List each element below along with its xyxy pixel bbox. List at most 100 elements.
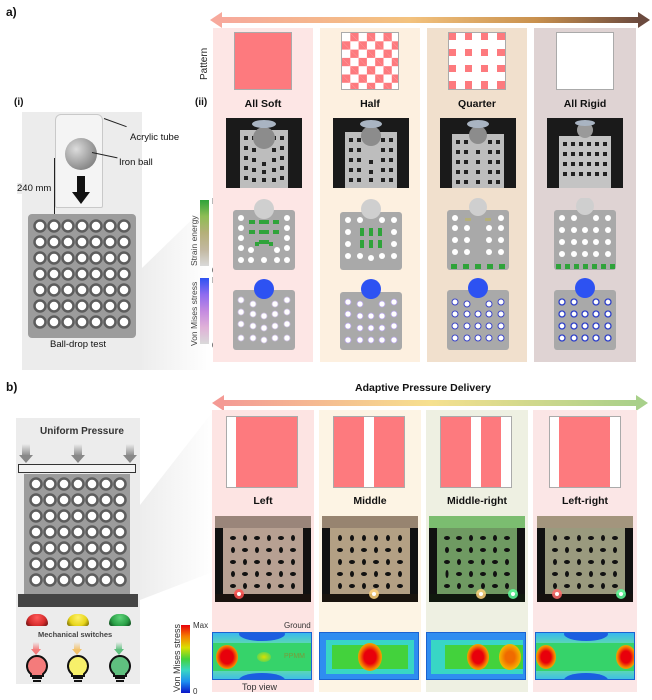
mises-legend-max-b: Max — [193, 621, 209, 630]
led-demo-photo — [537, 516, 633, 602]
strain-energy-sim — [445, 198, 511, 272]
uniform-pressure-setup: Uniform Pressure Mechanical switches — [16, 418, 140, 684]
red-signal-arrowhead-icon — [31, 649, 41, 655]
mises-legend-min-b: 0 — [193, 687, 198, 696]
red-switch-icon — [26, 614, 48, 626]
stress-heatmap — [426, 632, 526, 680]
mises-colorbar-a — [200, 278, 209, 344]
column-title: Quarter — [458, 98, 496, 110]
uniform-pressure-label: Uniform Pressure — [40, 426, 124, 437]
green-switch-icon — [109, 614, 131, 626]
ppmm-label: PPMM — [284, 653, 305, 660]
base-plate — [18, 594, 138, 607]
iron-ball-label: Iron ball — [119, 157, 153, 168]
green-signal-arrowhead-icon — [114, 649, 124, 655]
led-demo-photo — [215, 516, 311, 602]
yellow-signal-arrow-icon — [74, 642, 80, 650]
ball-drop-photo — [440, 118, 516, 188]
stress-heatmap — [319, 632, 419, 680]
mises-colorbar-b — [181, 625, 190, 693]
led-demo-photo — [322, 516, 418, 602]
heatmap-low-top — [564, 633, 608, 641]
green-bulb-icon — [108, 654, 132, 684]
top-view-label: Top view — [242, 682, 278, 692]
photo-left-edge — [215, 528, 223, 602]
subpanel-ii-label: (ii) — [195, 97, 208, 108]
photo-left-edge — [537, 528, 545, 602]
height-dimension-line — [54, 158, 55, 216]
von-mises-sim — [445, 278, 511, 352]
column-all-rigid: All Rigid — [534, 28, 636, 362]
soft-region — [559, 417, 610, 487]
panel-b-label: b) — [6, 380, 18, 394]
led-demo-photo — [429, 516, 525, 602]
subpanel-i-label: (i) — [14, 97, 24, 108]
photo-right-edge — [625, 528, 633, 602]
ball-drop-setup — [22, 112, 142, 370]
heatmap-low-bottom — [239, 673, 285, 679]
pattern-row-label: Pattern — [199, 47, 210, 80]
lattice-structure-b — [24, 474, 130, 594]
pressure-arrowhead-icon — [71, 455, 85, 463]
pattern-quarter — [448, 32, 506, 90]
column-quarter: Quarter — [427, 28, 527, 362]
mechanical-switches-label: Mechanical switches — [38, 630, 113, 639]
heatmap-hotspot-right — [616, 645, 634, 669]
pressure-arrow-icon — [126, 444, 134, 456]
photo-right-edge — [517, 528, 525, 602]
acrylic-tube-label: Acrylic tube — [130, 132, 180, 143]
red-signal-arrow-icon — [33, 642, 39, 650]
column-title: Middle — [353, 495, 387, 507]
photo-left-edge — [429, 528, 437, 602]
strain-energy-sim — [552, 197, 618, 272]
ball-drop-photo — [547, 118, 623, 188]
strain-energy-sim — [338, 198, 404, 272]
mises-legend-title-a: Von Mises stress — [189, 281, 199, 346]
pattern-all-soft — [234, 32, 292, 90]
photo-right-edge — [410, 528, 418, 602]
pressure-arrow-icon — [22, 444, 30, 456]
heatmap-hotspot — [358, 643, 382, 671]
ground-label: Ground — [284, 621, 311, 630]
column-title: Half — [360, 98, 380, 110]
pattern-left-right — [549, 416, 621, 488]
von-mises-sim — [338, 278, 404, 352]
photo-left-edge — [322, 528, 330, 602]
drop-arrowhead-icon — [72, 192, 90, 204]
strain-energy-sim — [231, 198, 297, 272]
soft-region — [236, 417, 297, 487]
zoom-wedge-b — [140, 410, 214, 600]
iron-ball-shape — [65, 138, 97, 170]
photo-top-strip — [322, 516, 418, 528]
heatmap-hotspot — [216, 645, 238, 669]
drop-height-label: 240 mm — [17, 183, 52, 194]
panel-a-label: a) — [6, 5, 17, 19]
pressure-plate — [18, 464, 136, 473]
adaptive-pressure-title: Adaptive Pressure Delivery — [355, 382, 491, 394]
photo-right-edge — [303, 528, 311, 602]
photo-top-strip — [429, 516, 525, 528]
stress-heatmap — [212, 632, 312, 680]
pattern-middle — [333, 416, 405, 488]
pressure-arrowhead-icon — [19, 455, 33, 463]
heatmap-hotspot — [467, 644, 489, 670]
column-title: Left — [253, 495, 273, 507]
heatmap-hotspot-left — [536, 645, 556, 669]
panel-a-gradient-arrow — [210, 12, 650, 28]
red-bulb-icon — [25, 654, 49, 684]
column-all-soft: All Soft — [213, 28, 313, 362]
pattern-middle-right — [440, 416, 512, 488]
ball-drop-photo — [226, 118, 302, 188]
yellow-signal-arrowhead-icon — [72, 649, 82, 655]
pressure-arrow-icon — [74, 444, 82, 456]
soft-region — [481, 417, 501, 487]
yellow-bulb-icon — [66, 654, 90, 684]
drop-arrow-icon — [77, 176, 85, 194]
soft-region — [334, 417, 364, 487]
heatmap-low-top — [239, 633, 285, 641]
heatmap-mid-spot — [257, 652, 271, 662]
heatmap-low-bottom — [564, 673, 608, 679]
heatmap-hotspot-2 — [499, 644, 521, 670]
ball-drop-caption: Ball-drop test — [50, 339, 106, 350]
green-signal-arrow-icon — [116, 642, 122, 650]
